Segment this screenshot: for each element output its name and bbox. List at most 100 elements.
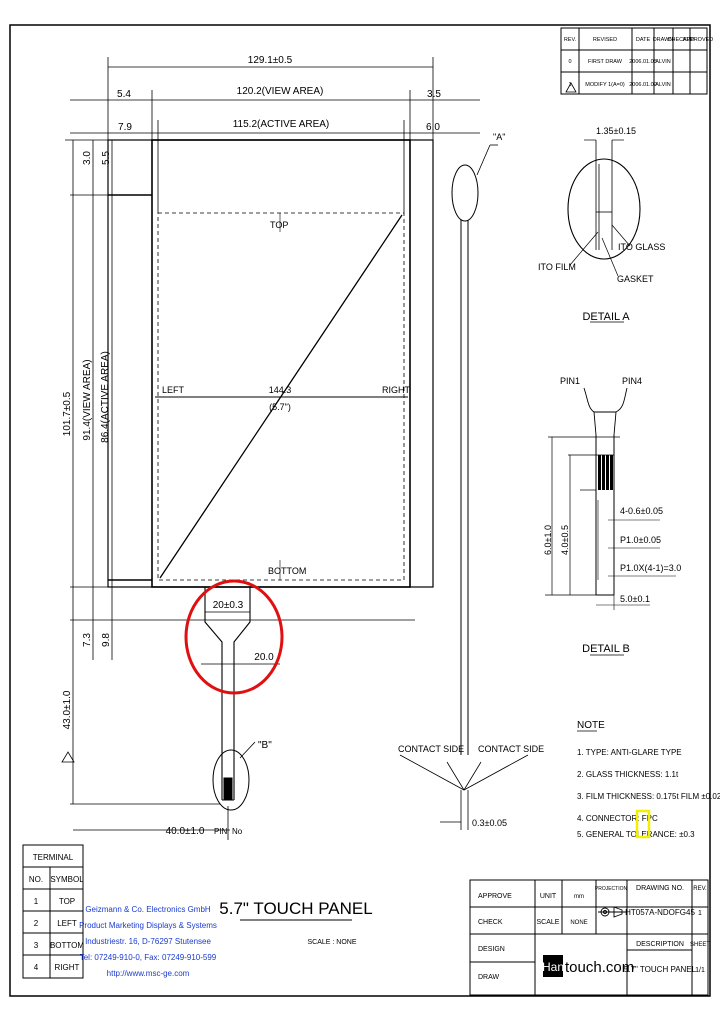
tb-approve: APPROVE xyxy=(478,893,512,900)
panel-outline xyxy=(107,139,434,588)
dim-view-width: 120.2(VIEW AREA) xyxy=(237,86,324,97)
dim-tail-offset: 40.0±1.0 xyxy=(166,826,205,837)
dim-tail-width: 20±0.3 xyxy=(213,600,244,611)
tb-scale-label: SCALE xyxy=(537,919,560,926)
company-info: Geizmann & Co. Electronics GmbH Product … xyxy=(79,905,217,978)
terminal-row3-symbol: BOTTOM xyxy=(50,941,84,950)
detail-b-dim-1: 4-0.6±0.05 xyxy=(620,506,663,516)
terminal-row1-symbol: TOP xyxy=(59,897,75,906)
terminal-header-symbol: SYMBOL xyxy=(50,875,84,884)
company-line-5: http://www.msc-ge.com xyxy=(107,969,190,978)
note-item-4: 4. CONNECTOR: FPC xyxy=(577,814,658,823)
tb-rev-label: REV. xyxy=(693,886,707,892)
revision-triangle-icon xyxy=(565,82,577,93)
rev-header-rev: REV. xyxy=(564,37,577,43)
tb-sheet-value: 1/1 xyxy=(695,967,705,974)
product-title: 5.7" TOUCH PANEL xyxy=(219,899,372,918)
detail-a-ito-glass: ITO GLASS xyxy=(618,242,665,252)
dim-tail-length: 43.0±1.0 xyxy=(62,690,73,729)
detail-a-title: DETAIL A xyxy=(582,311,630,323)
rev-header-drawn: DRAWN xyxy=(653,37,674,43)
terminal-row4-symbol: RIGHT xyxy=(55,963,80,972)
rev-header-approved: APPROVED xyxy=(683,37,714,43)
detail-b-dim-3: P1.0X(4-1)=3.0 xyxy=(620,563,681,573)
rev-header-date: DATE xyxy=(636,37,651,43)
dim-left-79: 7.9 xyxy=(118,122,132,133)
brand-logo-b: touch.com xyxy=(565,959,634,976)
label-contact-side-left: CONTACT SIDE xyxy=(398,744,464,754)
note-highlight-box xyxy=(635,809,651,839)
rev-header-revised: REVISED xyxy=(593,37,617,43)
terminal-title: TERMINAL xyxy=(33,853,74,862)
tb-projection-label: PROJECTION xyxy=(595,886,628,892)
dim-overall-width: 129.1±0.5 xyxy=(248,55,293,66)
tb-rev-value: 1 xyxy=(698,910,702,917)
company-line-4: Tel: 07249-910-0, Fax: 07249-910-599 xyxy=(80,953,217,962)
rev-row2-revised: MODIFY 1(A=0) xyxy=(585,82,625,88)
detail-b-pins xyxy=(598,455,613,490)
terminal-row1-no: 1 xyxy=(34,897,39,906)
company-line-2: Product Marketing Displays & Systems xyxy=(79,921,217,930)
note-item-2: 2. GLASS THICKNESS: 1.1t xyxy=(577,770,679,779)
notes-title: NOTE xyxy=(577,720,605,731)
dim-right-60: 6.0 xyxy=(426,122,440,133)
highlight-circle xyxy=(184,579,284,695)
detail-b-height-2: 4.0±0.5 xyxy=(560,525,570,555)
callout-a: "A" xyxy=(493,132,505,142)
rev-row1-revised: FIRST DRAW xyxy=(588,59,623,65)
company-line-3: Industriestr. 16, D-76297 Stutensee xyxy=(85,937,211,946)
brand-logo: Han touch.com xyxy=(542,955,634,977)
tb-drawing-no-label: DRAWING NO. xyxy=(636,885,684,892)
detail-a-ito-film: ITO FILM xyxy=(538,262,576,272)
detail-a-drawing xyxy=(567,139,641,323)
terminal-header-no: NO. xyxy=(29,875,43,884)
terminal-row3-no: 3 xyxy=(34,941,39,950)
rev-row2-drawn: ALVIN xyxy=(655,82,671,88)
product-scale: SCALE : NONE xyxy=(307,939,356,946)
detail-a-gasket: GASKET xyxy=(617,274,654,284)
title-block xyxy=(469,879,709,996)
company-line-1: Geizmann & Co. Electronics GmbH xyxy=(85,905,211,914)
terminal-row4-no: 4 xyxy=(34,963,39,972)
note-item-3: 3. FILM THICKNESS: 0.175t FILM ±0.02 xyxy=(577,792,720,801)
detail-b-dim-4: 5.0±0.1 xyxy=(620,594,650,604)
dim-top-55: 5.5 xyxy=(101,151,112,165)
dim-active-width: 115.2(ACTIVE AREA) xyxy=(233,119,330,130)
left-dimensions xyxy=(65,139,415,805)
terminal-row2-symbol: LEFT xyxy=(57,919,77,928)
dim-diagonal: 144.3 xyxy=(269,385,292,395)
label-pin-no: No xyxy=(232,827,243,836)
detail-b-pin1: PIN1 xyxy=(560,376,580,386)
tb-design: DESIGN xyxy=(478,946,505,953)
dim-active-height: 86.4(ACTIVE AREA) xyxy=(100,351,111,443)
detail-b-pin4: PIN4 xyxy=(622,376,642,386)
rev-header-checked: CHECKED xyxy=(668,37,695,43)
sheet-border xyxy=(9,24,711,997)
tail-revision-triangle-icon xyxy=(61,751,75,763)
detail-b-title: DETAIL B xyxy=(582,643,630,655)
tb-draw: DRAW xyxy=(478,974,500,981)
label-pin: PIN xyxy=(214,827,228,836)
dim-thickness: 0.3±0.05 xyxy=(472,818,507,828)
label-bottom: BOTTOM xyxy=(268,566,306,576)
top-dimensions xyxy=(70,57,480,213)
rev-row2-date: 2006.01.09 xyxy=(629,82,657,88)
detail-b-dim-2: P1.0±0.05 xyxy=(620,535,661,545)
rev-row1-rev: 0 xyxy=(568,59,571,65)
terminal-table xyxy=(22,844,84,979)
detail-a-dim: 1.35±0.15 xyxy=(596,126,636,136)
tb-description: 5.7" TOUCH PANEL xyxy=(624,965,697,974)
tb-check: CHECK xyxy=(478,919,503,926)
detail-b-drawing xyxy=(545,387,676,656)
dim-bottom-98: 9.8 xyxy=(101,633,112,647)
dim-left-54: 5.4 xyxy=(117,89,131,100)
revision-table xyxy=(560,27,708,95)
label-top: TOP xyxy=(270,220,288,230)
dim-diagonal-inch: (5.7") xyxy=(269,402,291,412)
rev-row1-drawn: ALVIN xyxy=(655,59,671,65)
label-left: LEFT xyxy=(162,385,185,395)
note-item-1: 1. TYPE: ANTI-GLARE TYPE xyxy=(577,748,682,757)
fpc-tail xyxy=(73,587,280,840)
